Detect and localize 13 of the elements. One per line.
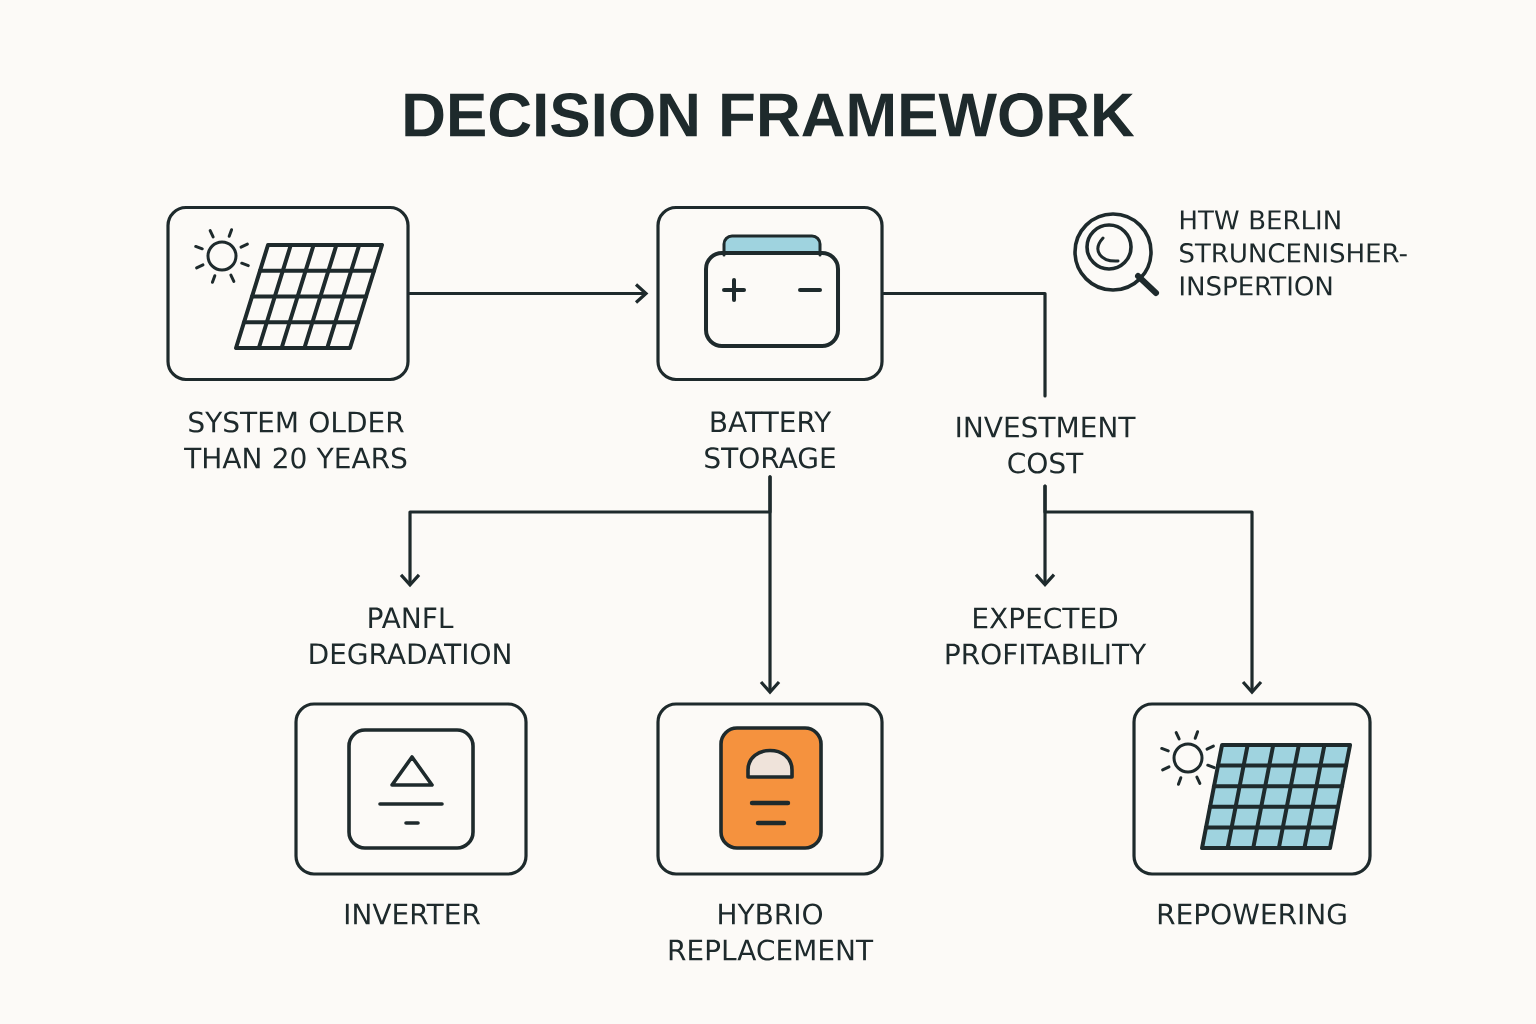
node-label: REPOWERING xyxy=(1158,903,1346,925)
node-label: PANFL DEGRADATION xyxy=(310,607,510,665)
title: DECISION FRAMEWORK xyxy=(405,93,1135,137)
connector-arrow xyxy=(408,283,649,304)
node-label: SYSTEM OLDER THAN 20 YEARS xyxy=(184,411,407,469)
connector-arrow xyxy=(759,475,781,695)
node-label: INVESTMENT COST xyxy=(957,416,1136,474)
node-label: BATTERY STORAGE xyxy=(705,411,835,469)
connector-arrow xyxy=(1043,484,1263,695)
node-label: INVERTER xyxy=(345,903,481,925)
node-label: HYBRIO REPLACEMENT xyxy=(669,903,874,961)
caption-text: HTW BERLIN STRUNCENISHER- INSPERTION xyxy=(1180,210,1407,296)
node-label: EXPECTED PROFITABILITY xyxy=(946,607,1147,665)
